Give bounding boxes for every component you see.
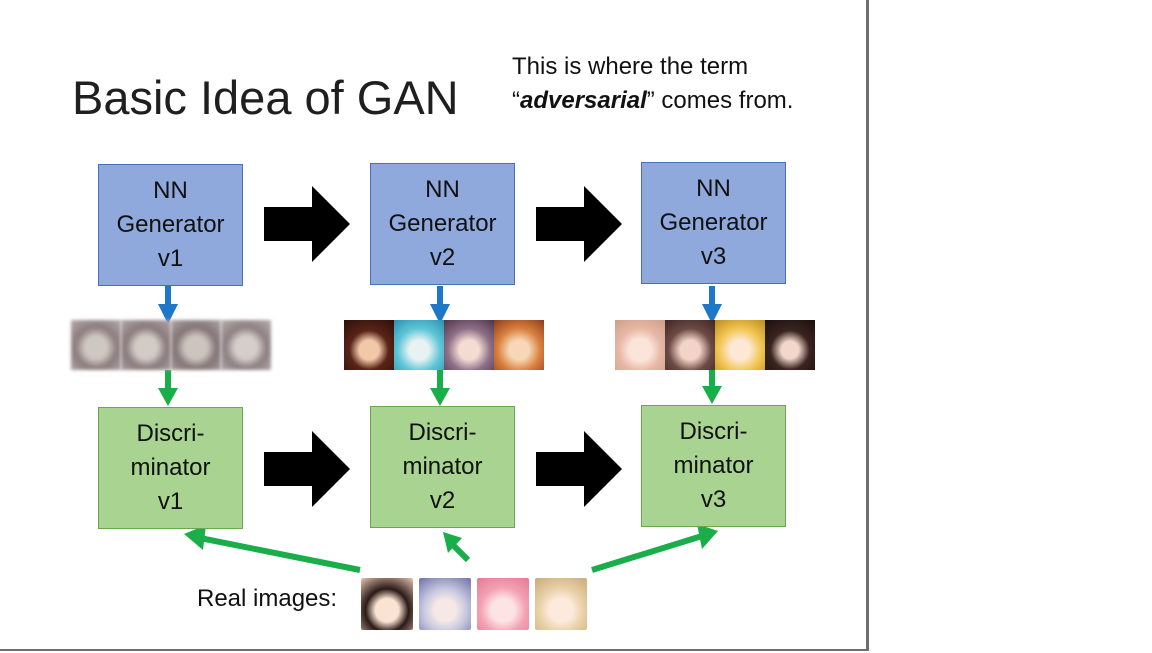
generated-images-v2 — [344, 320, 544, 370]
discriminator-v1-line2: minator — [130, 454, 211, 481]
generator-v3-box: NN Generator v3 — [641, 162, 786, 284]
generated-image-v1-1 — [71, 320, 121, 370]
generator-v1-box: NN Generator v1 — [98, 164, 243, 286]
generated-image-v3-2 — [665, 320, 715, 370]
generator-v3-line2: Generator — [659, 209, 768, 236]
real-image-3 — [477, 578, 529, 630]
generator-v1-line3: v1 — [157, 245, 184, 272]
slide: Basic Idea of GAN This is where the term… — [0, 0, 869, 651]
note-line-2: “adversarial” comes from. — [512, 84, 793, 118]
generator-v3-line1: NN — [696, 175, 731, 202]
black-arrow-gen-2-3 — [536, 186, 622, 262]
generated-image-v2-3 — [444, 320, 494, 370]
discriminator-v2-line3: v2 — [429, 487, 456, 514]
generator-v2-line2: Generator — [388, 210, 497, 237]
discriminator-v1-box: Discri- minator v1 — [98, 407, 243, 529]
discriminator-v2-line1: Discri- — [408, 419, 477, 446]
note-emphasis: adversarial — [520, 87, 647, 114]
generated-images-v3 — [615, 320, 815, 370]
arrows-layer — [158, 186, 722, 573]
discriminator-v2-box: Discri- minator v2 — [370, 406, 515, 528]
note-open-quote: “ — [512, 87, 520, 114]
generated-image-v2-2 — [394, 320, 444, 370]
discriminator-v2-line2: minator — [402, 453, 483, 480]
generated-image-v1-3 — [171, 320, 221, 370]
blue-arrow-1 — [158, 286, 178, 324]
note-line-2-rest: ” comes from. — [646, 87, 794, 114]
generator-v3-line3: v3 — [700, 243, 727, 270]
real-image-1 — [361, 578, 413, 630]
black-arrow-gen-1-2 — [264, 186, 350, 262]
generator-v2-box: NN Generator v2 — [370, 163, 515, 285]
green-arrow-1 — [158, 370, 178, 406]
generator-v1-line2: Generator — [116, 211, 225, 238]
generated-image-v1-2 — [121, 320, 171, 370]
generated-image-v2-4 — [494, 320, 544, 370]
discriminator-v3-box: Discri- minator v3 — [641, 405, 786, 527]
generated-image-v3-3 — [715, 320, 765, 370]
generated-image-v3-4 — [765, 320, 815, 370]
black-arrow-disc-1-2 — [264, 431, 350, 507]
generated-image-v3-1 — [615, 320, 665, 370]
note-line-1: This is where the term — [512, 53, 749, 80]
generator-v2-line3: v2 — [429, 244, 456, 271]
generated-image-v1-4 — [221, 320, 271, 370]
real-to-disc-3-arrow — [591, 524, 718, 573]
discriminator-v3-line3: v3 — [700, 486, 727, 513]
real-to-disc-1-arrow — [184, 525, 361, 573]
adversarial-note: This is where the term “adversarial” com… — [512, 50, 793, 118]
discriminator-v3-line1: Discri- — [679, 418, 748, 445]
discriminator-v1-line3: v1 — [157, 488, 184, 515]
real-images-label: Real images: — [197, 585, 338, 612]
real-to-disc-2-arrow — [443, 532, 471, 563]
black-arrow-disc-2-3 — [536, 431, 622, 507]
blue-arrow-3 — [702, 286, 722, 324]
discriminator-v1-line1: Discri- — [136, 420, 205, 447]
generator-v2-line1: NN — [425, 176, 460, 203]
generated-image-v2-1 — [344, 320, 394, 370]
generated-images-v1 — [71, 320, 271, 370]
green-arrow-3 — [702, 368, 722, 404]
green-arrow-2 — [430, 370, 450, 406]
real-image-4 — [535, 578, 587, 630]
blue-arrow-2 — [430, 286, 450, 324]
slide-title: Basic Idea of GAN — [72, 71, 459, 124]
discriminator-v3-line2: minator — [673, 452, 754, 479]
generator-v1-line1: NN — [153, 177, 188, 204]
real-image-2 — [419, 578, 471, 630]
